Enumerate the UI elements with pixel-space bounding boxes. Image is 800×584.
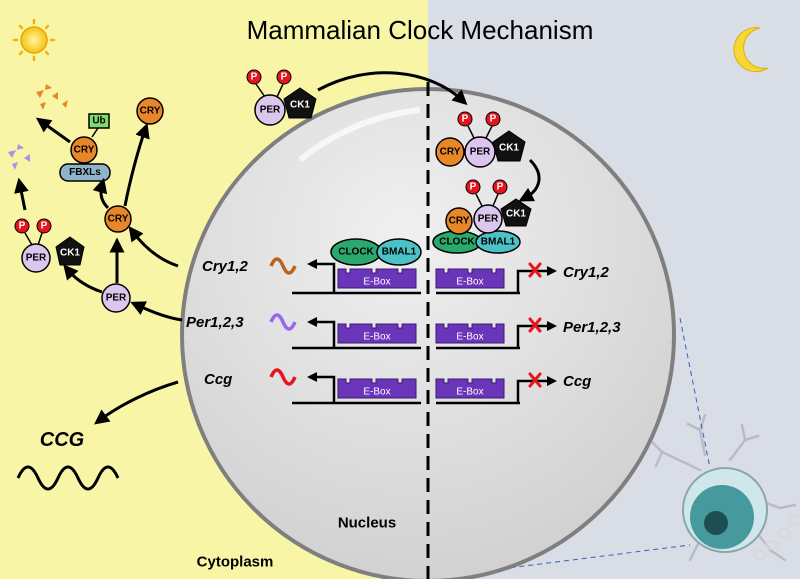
svg-text:BMAL1: BMAL1 bbox=[382, 247, 417, 258]
svg-text:P: P bbox=[470, 182, 477, 193]
cry-protein-ub bbox=[70, 136, 98, 164]
nucleus-label: Nucleus bbox=[338, 515, 396, 532]
gene-label-ccg-night: Ccg bbox=[563, 373, 591, 390]
svg-text:E-Box: E-Box bbox=[456, 332, 483, 343]
svg-text:CK1: CK1 bbox=[506, 209, 526, 220]
svg-text:P: P bbox=[462, 114, 469, 125]
moon-icon bbox=[733, 27, 769, 73]
svg-text:PER: PER bbox=[106, 293, 127, 304]
arrow-per-gene-to-protein bbox=[130, 301, 183, 322]
arrow-per-degradation bbox=[14, 177, 29, 211]
gene-label-ccg-day: Ccg bbox=[204, 371, 232, 388]
svg-text:CLOCK: CLOCK bbox=[338, 247, 374, 258]
gene-label-per-night: Per1,2,3 bbox=[563, 319, 621, 336]
svg-text:PER: PER bbox=[26, 253, 47, 264]
svg-text:CRY: CRY bbox=[108, 214, 129, 225]
svg-text:E-Box: E-Box bbox=[363, 332, 390, 343]
svg-text:E-Box: E-Box bbox=[363, 277, 390, 288]
svg-text:CK1: CK1 bbox=[499, 143, 519, 154]
sun-icon bbox=[12, 18, 56, 62]
cry-per-ck1-clock-bmal1-complex: P P CLOCK BMAL1 CRY PER CK1 bbox=[432, 179, 532, 254]
arrow-ccg-gene-to-protein bbox=[93, 380, 179, 425]
promoter-ccg-day: E-Box bbox=[292, 372, 421, 405]
cytoplasm-label: Cytoplasm bbox=[197, 554, 274, 571]
arrow-per-ck1-to-nucleus bbox=[317, 71, 468, 106]
per-ck1-complex-left: P P PER CK1 bbox=[14, 218, 85, 273]
cry-protein-free bbox=[136, 97, 164, 125]
cry-protein-cytoplasm bbox=[104, 205, 132, 233]
promoter-per-night: E-Box bbox=[435, 317, 557, 350]
arrow-per-to-phospho bbox=[63, 264, 103, 294]
per-ck1-complex-top: P P PER CK1 bbox=[246, 69, 317, 126]
per-degradation-fragments bbox=[8, 144, 30, 170]
fbxls-protein bbox=[59, 163, 111, 182]
svg-text:CLOCK: CLOCK bbox=[439, 237, 475, 248]
svg-text:CK1: CK1 bbox=[60, 248, 80, 259]
svg-text:CRY: CRY bbox=[74, 145, 95, 156]
ccg-mrna bbox=[269, 368, 297, 386]
svg-text:P: P bbox=[281, 72, 288, 83]
promoter-ccg-night: E-Box bbox=[435, 372, 557, 405]
arrow-cry-degradation bbox=[35, 117, 71, 144]
cry-mrna bbox=[269, 257, 297, 275]
gene-label-per-day: Per1,2,3 bbox=[186, 314, 244, 331]
svg-text:P: P bbox=[19, 221, 26, 232]
svg-text:P: P bbox=[497, 182, 504, 193]
svg-text:P: P bbox=[251, 72, 258, 83]
arrow-cry-gene-to-protein bbox=[128, 226, 179, 268]
bmal1-protein-day bbox=[376, 238, 422, 266]
svg-text:BMAL1: BMAL1 bbox=[481, 237, 516, 248]
svg-text:Ub: Ub bbox=[92, 116, 105, 127]
svg-text:E-Box: E-Box bbox=[363, 387, 390, 398]
svg-text:E-Box: E-Box bbox=[456, 387, 483, 398]
ccg-protein-label: CCG bbox=[40, 429, 84, 451]
gene-label-cry-day: Cry1,2 bbox=[202, 258, 249, 275]
svg-text:PER: PER bbox=[478, 214, 499, 225]
promoter-cry-day: E-Box bbox=[292, 259, 421, 295]
per-protein-cytoplasm bbox=[101, 283, 131, 313]
gene-label-cry-night: Cry1,2 bbox=[563, 264, 610, 281]
per-mrna bbox=[269, 313, 297, 331]
cry-degradation-fragments bbox=[36, 84, 68, 110]
ub-tag bbox=[88, 113, 110, 129]
diagram-title: Mammalian Clock Mechanism bbox=[247, 15, 594, 45]
svg-text:P: P bbox=[490, 114, 497, 125]
promoter-cry-night: E-Box bbox=[435, 262, 557, 295]
svg-text:FBXLs: FBXLs bbox=[69, 167, 101, 178]
svg-text:P: P bbox=[41, 221, 48, 232]
svg-text:PER: PER bbox=[260, 105, 281, 116]
svg-text:CRY: CRY bbox=[140, 106, 161, 117]
svg-text:PER: PER bbox=[470, 147, 491, 158]
svg-text:CRY: CRY bbox=[449, 216, 470, 227]
cry-per-ck1-complex-upper: P P CRY PER CK1 bbox=[435, 111, 526, 168]
ccg-wave bbox=[16, 465, 120, 491]
zoom-lines bbox=[429, 317, 711, 579]
nucleus-highlight bbox=[298, 107, 421, 163]
svg-text:CRY: CRY bbox=[440, 147, 461, 158]
svg-text:CK1: CK1 bbox=[290, 100, 310, 111]
promoter-per-day: E-Box bbox=[292, 317, 421, 350]
arrow-cry-to-free bbox=[123, 122, 150, 207]
arrow-cry-to-ub bbox=[92, 177, 110, 210]
arrow-complex-to-clock bbox=[518, 158, 541, 202]
neuron-icon bbox=[648, 413, 800, 562]
svg-text:E-Box: E-Box bbox=[456, 277, 483, 288]
